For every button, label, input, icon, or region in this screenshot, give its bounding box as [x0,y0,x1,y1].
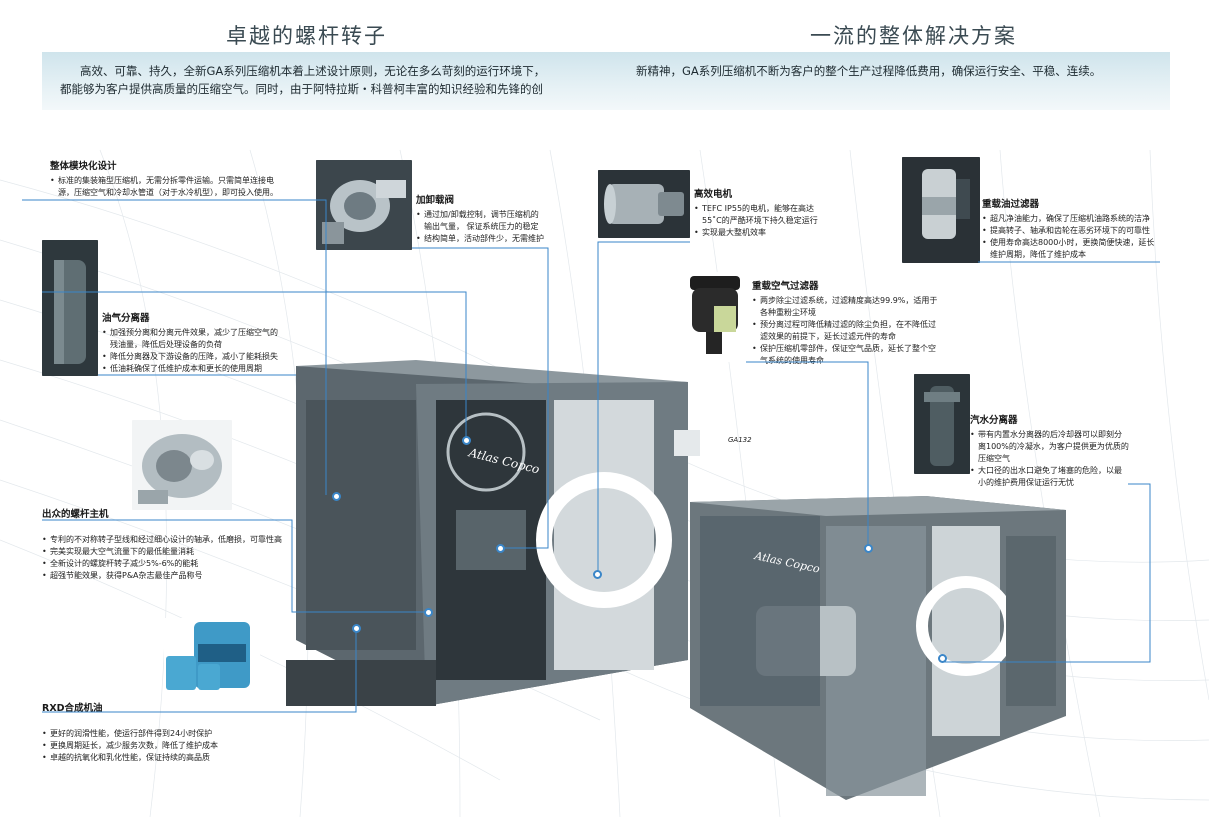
callout-motor-item-1-cont: 55˚C的严酷环境下持久稳定运行 [702,216,818,225]
callout-separator-item-1: •加强预分离和分离元件效果，减少了压缩空气的 [102,328,278,337]
hotspot-integrated[interactable] [331,491,341,501]
intro-band [42,52,1170,110]
callout-separator-item-3: •低油耗确保了低维护成本和更长的使用周期 [102,364,262,373]
callout-oil-title: RXD合成机油 [42,703,103,714]
callout-unloader-item-1: •通过加/卸载控制，调节压缩机的 [416,210,539,219]
callout-oil-filter-item-1: •超凡净油能力，确保了压缩机油路系统的洁净 [982,214,1150,223]
callout-separator-item-2: •降低分离器及下游设备的压降，减小了能耗损失 [102,352,278,361]
callout-air-filter-item-1: •两步除尘过滤系统，过滤精度高达99.9%，适用于 [752,296,938,305]
unloader-valve-photo [316,160,412,250]
hotspot-oil[interactable] [351,623,361,633]
callout-screw-item-4: •超强节能效果，获得P&A杂志最佳产品称号 [42,571,203,580]
callout-air-filter: 重载空气过滤器 •两步除尘过滤系统，过滤精度高达99.9%，适用于 各种重粉尘环… [752,278,937,367]
hotspot-unloader[interactable] [495,543,505,553]
hotspot-water-separator[interactable] [937,653,947,663]
callout-integrated-item: •标准的集装箱型压缩机，无需分拆零件运输。只需简单连接电 [50,176,274,185]
callout-motor-title: 高效电机 [694,189,733,200]
compressor-main [286,360,700,706]
callout-unloader-title: 加卸载阀 [416,195,455,206]
hotspot-motor[interactable] [592,569,602,579]
hotspot-screw[interactable] [423,607,433,617]
callout-screw-item-1: •专利的不对称转子型线和经过细心设计的轴承，低磨损，可靠性高 [42,535,282,544]
callout-motor: 高效电机 •TEFC IP55的电机，能够在高达 55˚C的严酷环境下持久稳定运… [694,186,818,239]
callout-oil-filter-item-2: •提高转子、轴承和齿轮在恶劣环境下的可靠性 [982,226,1150,235]
intro-left-line-2: 都能够为客户提供高质量的压缩空气。同时，由于阿特拉斯・科普柯丰富的知识经验和先锋… [60,82,543,96]
intro-right-line-1: 新精神，GA系列压缩机不断为客户的整个生产过程降低费用，确保运行安全、平稳、连续… [636,64,1102,78]
callout-motor-item-2: •实现最大整机效率 [694,228,766,237]
callout-air-filter-item-1-cont: 各种重粉尘环境 [760,308,816,317]
main-model-label: GA132 [728,436,752,444]
motor-photo [598,170,690,238]
callout-water-separator-item-1-cont: 离100%的冷凝水，为客户提供更为优质的 [978,442,1129,451]
callout-screw: 出众的螺杆主机 •专利的不对称转子型线和经过细心设计的轴承，低磨损，可靠性高 •… [42,506,282,582]
callout-screw-item-2: •完美实现最大空气流量下的最低能量消耗 [42,547,194,556]
callout-water-separator-item-2: •大口径的出水口避免了堵塞的危险，以最 [970,466,1122,475]
callout-unloader-item-1-cont: 输出气量， 保证系统压力的稳定 [424,222,539,231]
callout-oil-item-2: •更换周期延长，减少服务次数，降低了维护成本 [42,741,218,750]
callout-water-separator-title: 汽水分离器 [970,415,1018,426]
callout-unloader-item-2: •结构简单，活动部件少，无需维护 [416,234,544,243]
oil-drums-photo [164,618,260,692]
callout-water-separator-item-1: •带有内置水分离器的后冷却器可以即刻分 [970,430,1122,439]
compressor-secondary [690,496,1066,800]
callout-air-filter-item-3-cont: 气系统的使用寿命 [760,356,824,365]
screw-element-photo [132,420,232,510]
hotspot-air-filter[interactable] [863,543,873,553]
callout-unloader: 加卸载阀 •通过加/卸载控制，调节压缩机的 输出气量， 保证系统压力的稳定 •结… [416,192,544,245]
callout-separator-title: 油气分离器 [102,313,150,324]
water-separator-photo [914,374,970,474]
callout-screw-item-3: •全新设计的螺旋杆转子减少5%-6%的能耗 [42,559,199,568]
callout-separator: 油气分离器 •加强预分离和分离元件效果，减少了压缩空气的 残油量，降低后处理设备… [102,310,278,375]
intro-left-line-1: 高效、可靠、持久，全新GA系列压缩机本着上述设计原则，无论在多么苛刻的运行环境下… [80,64,546,78]
callout-oil-item-3: •卓越的抗氧化和乳化性能，保证持续的高品质 [42,753,210,762]
callout-air-filter-item-2: •预分离过程可降低精过滤的除尘负担，在不降低过 [752,320,936,329]
callout-oil-item-1: •更好的润滑性能，使运行部件得到24小时保护 [42,729,213,738]
callout-oil-filter-item-3-cont: 维护周期，降低了维护成本 [990,250,1086,259]
callout-water-separator: 汽水分离器 •带有内置水分离器的后冷却器可以即刻分 离100%的冷凝水，为客户提… [970,412,1129,489]
callout-oil-filter: 重载油过滤器 •超凡净油能力，确保了压缩机油路系统的洁净 •提高转子、轴承和齿轮… [982,196,1154,261]
heading-left: 卓越的螺杆转子 [226,24,387,48]
callout-water-separator-item-1-cont2: 压缩空气 [978,454,1010,463]
callout-oil-filter-item-3: •使用寿命高达8000小时，更换简便快速，延长 [982,238,1155,247]
callout-air-filter-item-3: •保护压缩机零部件，保证空气品质，延长了整个空 [752,344,936,353]
callout-oil: RXD合成机油 •更好的润滑性能，使运行部件得到24小时保护 •更换周期延长，减… [42,700,218,764]
callout-air-filter-title: 重载空气过滤器 [752,281,819,292]
callout-integrated-item-cont: 源，压缩空气和冷却水管道（对于水冷机型），即可投入使用。 [58,188,278,197]
oil-filter-photo [902,157,980,263]
callout-oil-filter-title: 重载油过滤器 [982,199,1040,210]
callout-separator-item-1-cont: 残油量，降低后处理设备的负荷 [110,340,222,349]
separator-photo [42,240,98,376]
callout-air-filter-item-2-cont: 滤效果的前提下，延长过滤元件的寿命 [760,332,896,341]
callout-screw-title: 出众的螺杆主机 [42,509,109,520]
intro-right: 新精神，GA系列压缩机不断为客户的整个生产过程降低费用，确保运行安全、平稳、连续… [636,62,1101,80]
hotspot-separator[interactable] [461,435,471,445]
callout-integrated-title: 整体模块化设计 [50,161,117,172]
heading-right: 一流的整体解决方案 [810,24,1017,48]
callout-water-separator-item-2-cont: 小的维护费用保证运行无忧 [978,478,1074,487]
callout-motor-item-1: •TEFC IP55的电机，能够在高达 [694,204,815,213]
intro-left: 高效、可靠、持久，全新GA系列压缩机本着上述设计原则，无论在多么苛刻的运行环境下… [60,62,545,98]
callout-integrated: 整体模块化设计 •标准的集装箱型压缩机，无需分拆零件运输。只需简单连接电 源，压… [50,158,278,199]
air-filter-photo [684,272,746,362]
